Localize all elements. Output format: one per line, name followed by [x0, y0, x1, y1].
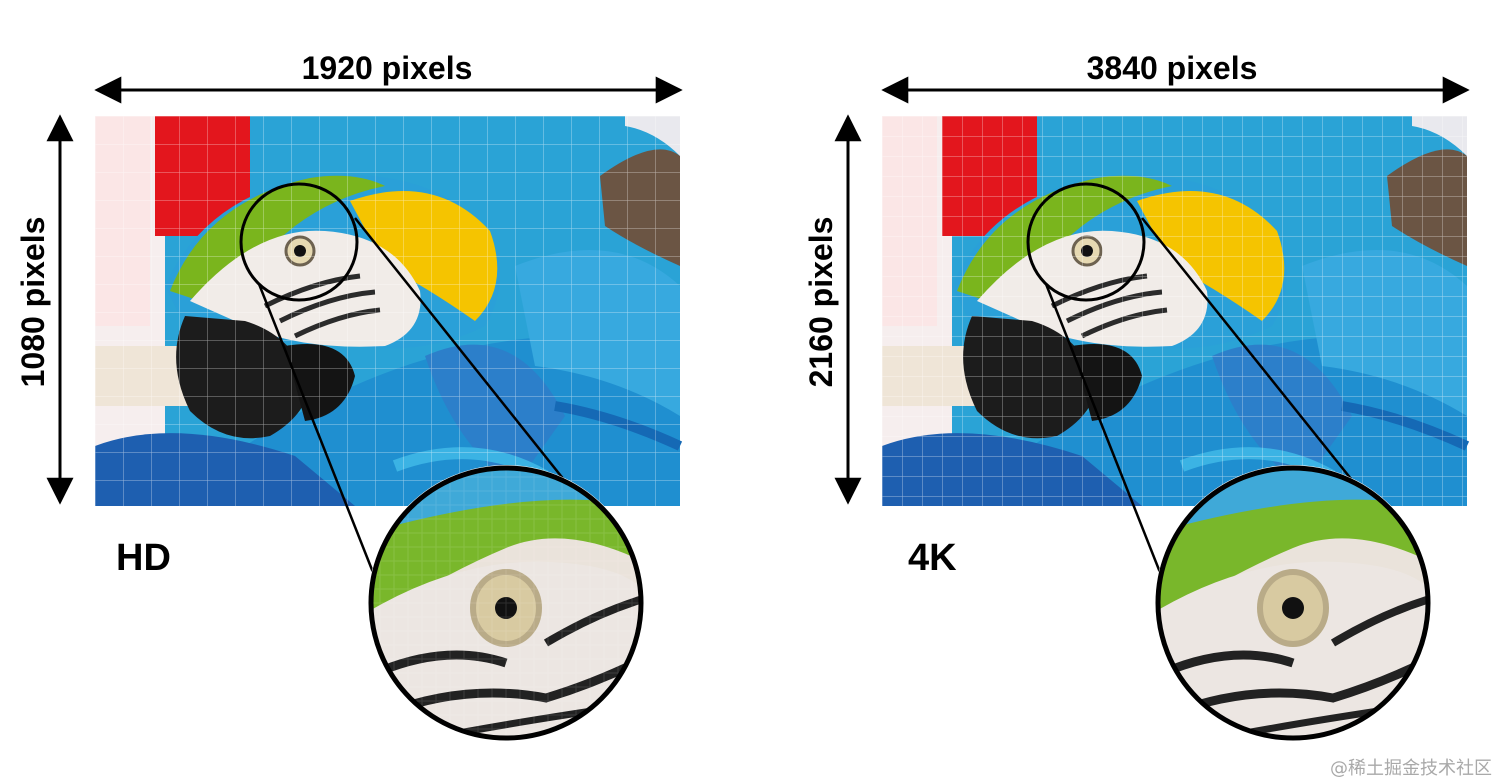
hd-pixel-grid — [95, 116, 680, 506]
hd-zoom-line-left — [257, 283, 380, 586]
4k-parrot-image — [882, 116, 1467, 506]
4k-format-label: 4K — [908, 537, 957, 579]
watermark-text: @稀土掘金技术社区 — [1330, 758, 1492, 779]
4k-panel: 3840 pixels 2160 pixels 4K — [803, 50, 1467, 741]
hd-focus-circle — [239, 182, 359, 302]
hd-width-label: 1920 pixels — [302, 50, 473, 86]
hd-format-label: HD — [116, 537, 171, 579]
hd-height-label: 1080 pixels — [15, 217, 51, 388]
4k-height-label: 2160 pixels — [803, 217, 839, 388]
4k-focus-circle — [1026, 182, 1146, 302]
4k-zoom-lens — [1155, 465, 1431, 741]
hd-panel: 1920 pixels 1080 pixels HD — [15, 50, 680, 741]
4k-zoom-line-left — [1044, 283, 1167, 586]
hd-parrot-image — [95, 116, 680, 506]
hd-zoom-lens — [368, 465, 644, 741]
4k-width-label: 3840 pixels — [1087, 50, 1258, 86]
4k-pixel-grid — [882, 116, 1467, 506]
